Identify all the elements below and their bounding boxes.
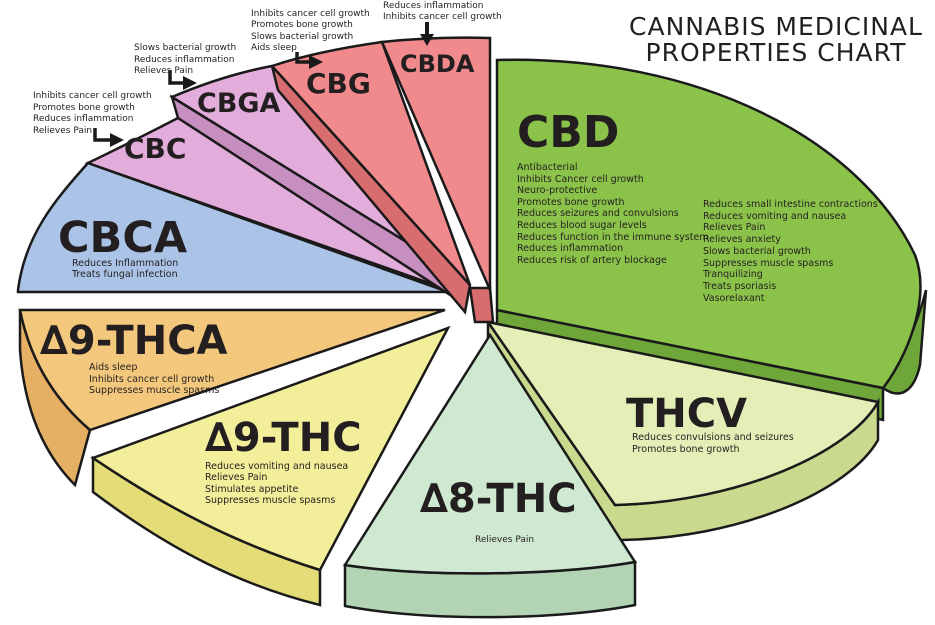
property-text: Reduces blood sugar levels (517, 220, 647, 231)
cbg-props: Inhibits cancer cell growth Promotes bon… (251, 9, 370, 53)
label-cbga: CBGA (197, 88, 281, 119)
property-text: Reduces small intestine contractions (703, 199, 878, 210)
slice-cbda-top (380, 36, 492, 291)
arrow-cbda (420, 22, 434, 46)
property-text: Reduces function in the immune system (517, 232, 709, 243)
property-text: Reduces vomiting and nausea (703, 211, 846, 222)
slice-8thc (342, 332, 638, 619)
property-text: Neuro-protective (517, 185, 597, 196)
property-text: Reduces inflammation (134, 55, 235, 65)
title-line1: CANNABIS MEDICINAL (629, 12, 923, 41)
arrow-cbc (93, 128, 124, 147)
property-text: Reduces seizures and convulsions (517, 208, 679, 219)
property-text: Reduces Inflammation (72, 258, 178, 269)
property-text: Suppresses muscle spasms (205, 495, 335, 506)
property-text: Relieves Pain (703, 222, 765, 233)
slice-cbda (380, 36, 495, 324)
slice-9thca (18, 308, 446, 488)
cbca-props: Reduces Inflammation Treats fungal infec… (71, 258, 178, 280)
property-text: Inhibits cancer cell growth (251, 9, 370, 19)
property-text: Treats fungal infection (71, 269, 178, 280)
property-text: Slows bacterial growth (251, 32, 353, 42)
label-thcv: THCV (626, 391, 747, 437)
property-text: Slows bacterial growth (134, 43, 236, 53)
property-text: Reduces vomiting and nausea (205, 461, 348, 472)
label-9thc: ∆9-THC (205, 415, 362, 461)
property-text: Suppresses muscle spasms (703, 258, 833, 269)
slice-cbd-top (495, 58, 922, 390)
property-text: Inhibits cancer cell growth (383, 12, 502, 22)
label-cbca: CBCA (58, 213, 188, 263)
property-text: Stimulates appetite (205, 484, 298, 495)
arrow-cbga (168, 70, 197, 90)
cbda-props: Reduces inflammation Inhibits cancer cel… (383, 1, 502, 22)
cbd-props-left: Antibacterial Inhibits Cancer cell growt… (517, 162, 709, 266)
property-text: Treats psoriasis (702, 281, 776, 292)
title-line2: PROPERTIES CHART (646, 38, 907, 67)
property-text: Promotes bone growth (632, 444, 739, 455)
property-text: Inhibits Cancer cell growth (517, 174, 644, 185)
label-9thca: ∆9-THCA (40, 318, 228, 364)
label-cbd: CBD (517, 107, 619, 158)
cbc-props: Inhibits cancer cell growth Promotes bon… (33, 91, 152, 136)
property-text: Relieves Pain (205, 472, 267, 483)
property-text: Aids sleep (89, 362, 137, 373)
label-8thc: ∆8-THC (420, 476, 577, 522)
thcv-props: Reduces convulsions and seizures Promote… (632, 432, 794, 455)
property-text: Slows bacterial growth (703, 246, 811, 257)
slice-9thc (90, 325, 451, 607)
property-text: Promotes bone growth (517, 197, 624, 208)
property-text: Relieves Pain (134, 66, 193, 76)
property-text: Reduces inflammation (383, 1, 484, 11)
thc9-props: Reduces vomiting and nausea Relieves Pai… (205, 461, 348, 506)
property-text: Antibacterial (517, 162, 578, 173)
slice-cbda-side (468, 286, 495, 324)
property-text: Tranquilizing (702, 269, 763, 280)
slice-cbg (269, 40, 472, 315)
property-text: Reduces risk of artery blockage (517, 255, 667, 266)
property-text: Inhibits cancer cell growth (89, 374, 214, 385)
thc8-props: Relieves Pain (475, 535, 534, 545)
property-text: Relieves anxiety (703, 234, 781, 245)
cbga-props: Slows bacterial growth Reduces inflammat… (134, 43, 236, 76)
property-text: Promotes bone growth (33, 103, 135, 113)
slice-9thca-top (18, 308, 446, 432)
slice-8thc-top (342, 332, 638, 575)
property-text: Vasorelaxant (703, 293, 765, 304)
property-text: Reduces inflammation (517, 243, 623, 254)
property-text: Reduces inflammation (33, 114, 134, 124)
cbd-props-right: Reduces small intestine contractions Red… (702, 199, 878, 304)
slice-9thc-top (90, 325, 451, 572)
property-text: Aids sleep (251, 43, 297, 53)
slice-thcv-top (485, 320, 880, 507)
property-text: Reduces convulsions and seizures (632, 432, 794, 443)
property-text: Relieves Pain (475, 535, 534, 545)
arrow-cbg (295, 52, 323, 69)
property-text: Relieves Pain (33, 126, 92, 136)
label-cbda: CBDA (400, 50, 475, 78)
property-text: Promotes bone growth (251, 20, 353, 30)
label-cbg: CBG (306, 67, 371, 100)
property-text: Inhibits cancer cell growth (33, 91, 152, 101)
property-text: Suppresses muscle spasms (89, 385, 219, 396)
label-cbc: CBC (124, 132, 186, 165)
thca9-props: Aids sleep Inhibits cancer cell growth S… (89, 362, 219, 396)
